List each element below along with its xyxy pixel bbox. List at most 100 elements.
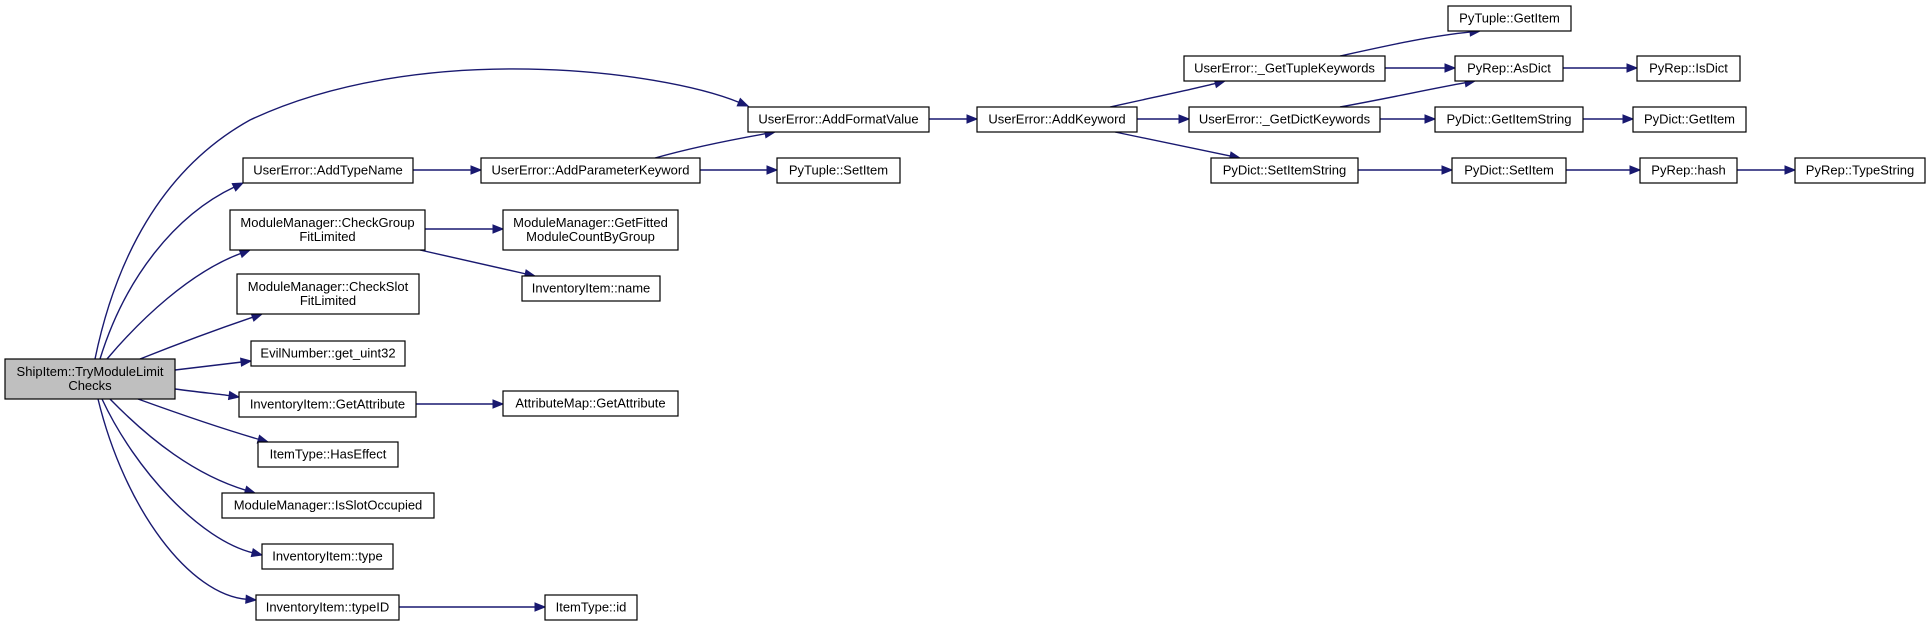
- node-label: InventoryItem::typeID: [266, 600, 390, 615]
- node-label: PyDict::GetItem: [1644, 112, 1735, 127]
- node-box: [544, 594, 638, 621]
- node-pr_asdict[interactable]: PyRep::AsDict: [1454, 55, 1564, 82]
- node-label: ItemType::HasEffect: [270, 447, 387, 462]
- node-evil_get[interactable]: EvilNumber::get_uint32: [250, 340, 406, 367]
- node-label: FitLimited: [299, 229, 355, 244]
- edge-line: [106, 252, 242, 360]
- arrow-head: [245, 594, 258, 604]
- edge-ue_gettuple-to-pt_getitem: [1339, 27, 1482, 57]
- edge-line: [654, 132, 767, 159]
- edge-line: [99, 186, 236, 360]
- arrow-head: [227, 390, 241, 401]
- edge-line: [1109, 82, 1217, 108]
- node-pd_getitem[interactable]: PyDict::GetItem: [1632, 106, 1747, 133]
- node-pt_setitem[interactable]: PyTuple::SetItem: [776, 157, 901, 184]
- arrow-head: [231, 182, 245, 192]
- edge-line: [1114, 131, 1232, 157]
- node-box: [502, 390, 679, 417]
- arrow-head: [966, 114, 979, 124]
- node-it_haseffect[interactable]: ItemType::HasEffect: [257, 441, 399, 468]
- edge-shipitem_try-to-evil_get: [174, 357, 253, 371]
- node-pd_getitemstring[interactable]: PyDict::GetItemString: [1434, 106, 1584, 133]
- edge-shipitem_try-to-mm_checkgroup: [106, 249, 252, 360]
- node-label: FitLimited: [300, 293, 356, 308]
- node-inv_name[interactable]: InventoryItem::name: [521, 275, 661, 302]
- node-ue_gettuple[interactable]: UserError::_GetTupleKeywords: [1183, 55, 1386, 82]
- edge-shipitem_try-to-ue_addformat: [94, 68, 750, 360]
- edge-line: [101, 398, 254, 554]
- arrow-head: [470, 165, 483, 175]
- node-pr_typestring[interactable]: PyRep::TypeString: [1794, 157, 1926, 184]
- node-box: [1794, 157, 1926, 184]
- node-box: [1210, 157, 1359, 184]
- arrow-head: [1622, 114, 1635, 124]
- node-label: UserError::_GetTupleKeywords: [1194, 61, 1375, 76]
- edge-line: [94, 68, 740, 360]
- arrow-head: [492, 399, 505, 409]
- node-box: [1454, 55, 1564, 82]
- node-it_id[interactable]: ItemType::id: [544, 594, 638, 621]
- node-label: PyDict::GetItemString: [1447, 112, 1572, 127]
- edge-mm_checkgroup-to-mm_getfitted: [425, 224, 505, 234]
- edge-shipitem_try-to-inv_type: [101, 398, 264, 558]
- edge-ue_addformat-to-ue_addkeyword: [929, 114, 979, 124]
- node-box: [502, 209, 679, 251]
- arrow-head: [1629, 165, 1642, 175]
- node-box: [257, 441, 399, 468]
- edge-ue_gettuple-to-pr_asdict: [1385, 63, 1457, 73]
- node-label: InventoryItem::GetAttribute: [250, 397, 405, 412]
- node-inv_getattr[interactable]: InventoryItem::GetAttribute: [238, 391, 417, 418]
- edge-mm_checkgroup-to-inv_name: [419, 249, 537, 279]
- node-label: EvilNumber::get_uint32: [260, 346, 395, 361]
- arrow-head: [250, 547, 264, 558]
- node-pr_hash[interactable]: PyRep::hash: [1639, 157, 1738, 184]
- edge-pr_asdict-to-pr_isdict: [1563, 63, 1639, 73]
- node-label: AttributeMap::GetAttribute: [515, 396, 665, 411]
- arrow-head: [1178, 114, 1191, 124]
- node-box: [1183, 55, 1386, 82]
- node-mm_isslot[interactable]: ModuleManager::IsSlotOccupied: [221, 492, 435, 519]
- node-pr_isdict[interactable]: PyRep::IsDict: [1636, 55, 1741, 82]
- node-am_getattr[interactable]: AttributeMap::GetAttribute: [502, 390, 679, 417]
- node-ue_addkeyword[interactable]: UserError::AddKeyword: [976, 106, 1138, 133]
- node-mm_getfitted[interactable]: ModuleManager::GetFittedModuleCountByGro…: [502, 209, 679, 251]
- node-inv_typeid[interactable]: InventoryItem::typeID: [255, 594, 400, 621]
- node-box: [4, 358, 176, 400]
- node-box: [242, 157, 414, 184]
- node-inv_type[interactable]: InventoryItem::type: [261, 543, 394, 570]
- node-box: [261, 543, 394, 570]
- node-ue_getdict[interactable]: UserError::_GetDictKeywords: [1188, 106, 1381, 133]
- node-box: [521, 275, 661, 302]
- node-label: PyDict::SetItemString: [1223, 163, 1347, 178]
- arrow-head: [492, 224, 505, 234]
- node-label: UserError::AddTypeName: [253, 163, 403, 178]
- node-label: UserError::_GetDictKeywords: [1199, 112, 1371, 127]
- arrow-head: [534, 602, 547, 612]
- edge-line: [139, 316, 254, 360]
- node-label: InventoryItem::type: [272, 549, 383, 564]
- node-box: [1632, 106, 1747, 133]
- node-label: ModuleManager::IsSlotOccupied: [234, 498, 423, 513]
- node-pd_setitem[interactable]: PyDict::SetItem: [1451, 157, 1567, 184]
- node-ue_addtypename[interactable]: UserError::AddTypeName: [242, 157, 414, 184]
- node-ue_addformat[interactable]: UserError::AddFormatValue: [747, 106, 930, 133]
- node-ue_addparam[interactable]: UserError::AddParameterKeyword: [480, 157, 701, 184]
- node-pt_getitem[interactable]: PyTuple::GetItem: [1447, 5, 1572, 32]
- edge-line: [137, 398, 260, 441]
- node-pd_setitemstring[interactable]: PyDict::SetItemString: [1210, 157, 1359, 184]
- node-box: [1451, 157, 1567, 184]
- node-box: [776, 157, 901, 184]
- edge-ue_addparam-to-ue_addformat: [654, 129, 777, 159]
- node-label: ModuleManager::CheckSlot: [248, 279, 409, 294]
- node-box: [229, 209, 426, 251]
- arrow-head: [240, 357, 253, 367]
- edge-inv_typeid-to-it_id: [399, 602, 547, 612]
- node-label: ShipItem::TryModuleLimit: [17, 364, 164, 379]
- edge-ue_getdict-to-pr_asdict: [1339, 78, 1477, 108]
- node-label: UserError::AddKeyword: [988, 112, 1125, 127]
- node-box: [1188, 106, 1381, 133]
